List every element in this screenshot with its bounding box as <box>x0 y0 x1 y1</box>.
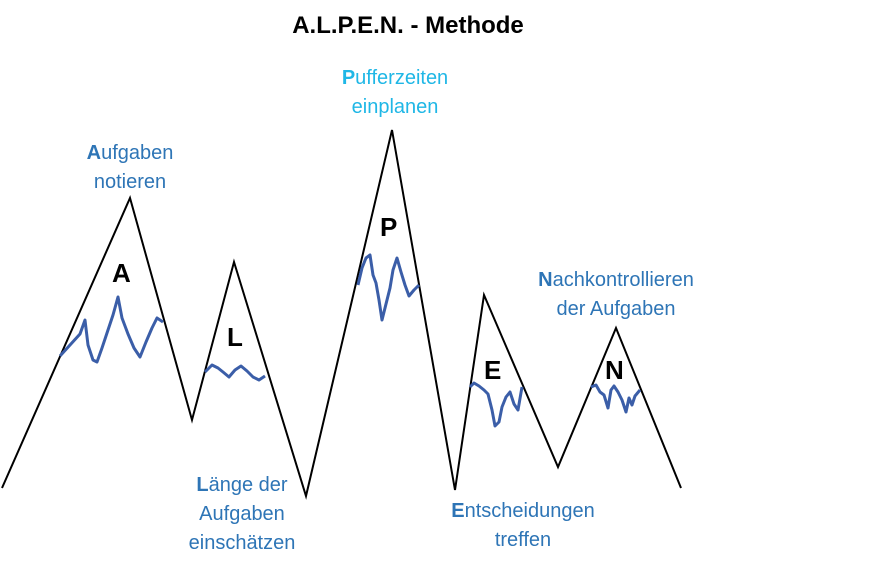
peak-letter-e: E <box>484 355 502 385</box>
peak-letter-l: L <box>227 322 243 352</box>
label-p: Pufferzeiten einplanen <box>341 67 449 118</box>
peak-letter-a: A <box>112 258 131 288</box>
label-l: Länge der Aufgaben einschätzen <box>188 474 296 554</box>
diagram-title: A.L.P.E.N. - Methode <box>292 12 524 39</box>
snow-line-n <box>590 383 642 414</box>
mountain-outline <box>1 129 682 500</box>
snow-line-e <box>468 381 524 428</box>
peak-letter-n: N <box>605 355 624 385</box>
snow-line-l <box>203 363 266 382</box>
snow-line-p <box>356 253 421 322</box>
peak-letter-p: P <box>380 212 398 242</box>
label-a: Aufgaben notieren <box>86 142 174 193</box>
snow-line-a <box>58 295 164 364</box>
label-e: Entscheidungen treffen <box>451 500 595 551</box>
label-n: Nachkontrollieren der Aufgaben <box>538 269 694 320</box>
